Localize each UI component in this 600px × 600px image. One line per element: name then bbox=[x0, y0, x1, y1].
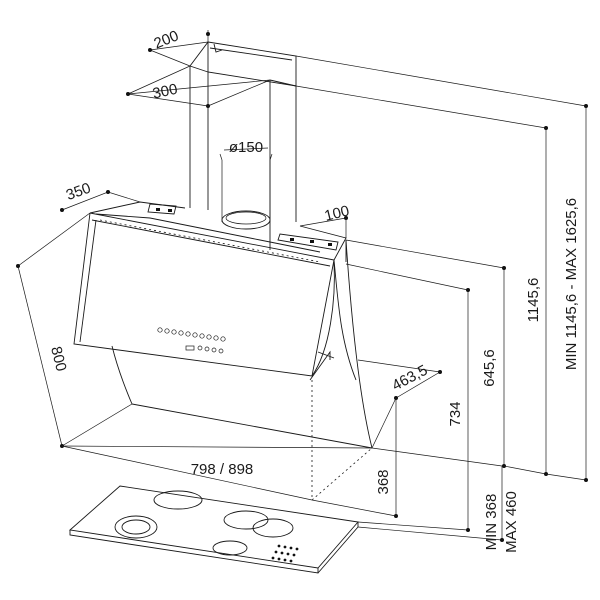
control-panel bbox=[157, 327, 226, 354]
dim-hob-distance-max: MAX 460 bbox=[503, 491, 520, 553]
dim-panel-length: 800 bbox=[47, 345, 70, 373]
dim-side-depth: 100 bbox=[323, 202, 351, 225]
hob-controls bbox=[271, 544, 299, 563]
dim-hood-depth: 350 bbox=[64, 180, 93, 205]
outlet-pipe bbox=[219, 153, 273, 230]
dim-body-height: 734 bbox=[447, 401, 464, 426]
wall-projection bbox=[311, 380, 373, 501]
dim-outlet-diameter: ø150 bbox=[229, 139, 263, 156]
cooktop bbox=[68, 485, 359, 574]
dim-hob-distance-min: MIN 368 bbox=[483, 494, 500, 551]
dim-total-range: MIN 1145,6 - MAX 1625,6 bbox=[563, 198, 580, 370]
dim-chimney-width: 300 bbox=[151, 81, 179, 103]
dim-hood-width: 798 / 898 bbox=[191, 461, 254, 478]
dim-bottom-height: 368 bbox=[375, 469, 392, 494]
hood-body bbox=[73, 201, 373, 449]
dim-chimney-depth: 200 bbox=[152, 27, 182, 52]
dim-glass-height: 645,6 bbox=[481, 349, 498, 387]
dim-min-total: 1145,6 bbox=[525, 278, 542, 323]
dimension-lines bbox=[16, 30, 588, 542]
